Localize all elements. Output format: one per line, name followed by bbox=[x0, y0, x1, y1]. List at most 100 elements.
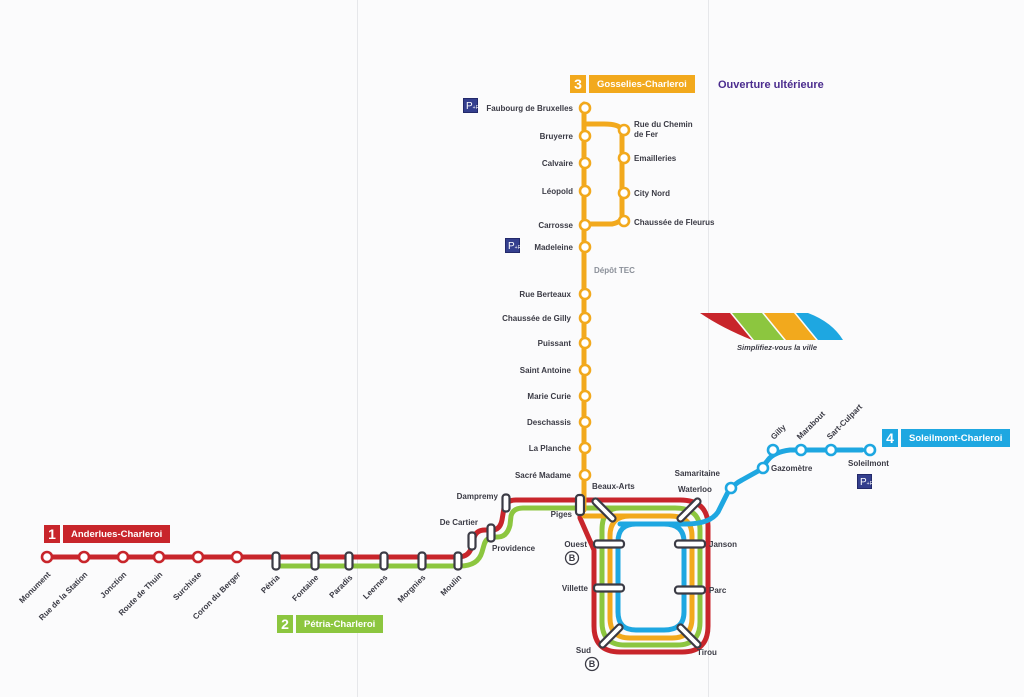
station-label: Janson bbox=[709, 540, 737, 549]
station-label: Puissant bbox=[538, 339, 572, 348]
interchange-stop[interactable] bbox=[598, 623, 624, 649]
interchange-stop[interactable] bbox=[591, 497, 617, 523]
line4-track-loop bbox=[615, 447, 865, 633]
station-stop[interactable] bbox=[756, 461, 770, 475]
interchange-stop[interactable] bbox=[486, 523, 496, 543]
station-label: Madeleine bbox=[534, 243, 573, 252]
station-label: Providence bbox=[492, 544, 536, 553]
station-stop[interactable] bbox=[766, 443, 780, 457]
interchange-stop[interactable] bbox=[379, 551, 389, 571]
station-label: Marie Curie bbox=[527, 392, 571, 401]
interchange-stop[interactable] bbox=[676, 497, 702, 523]
interchange-stop[interactable] bbox=[673, 539, 707, 549]
interchange-stop[interactable] bbox=[344, 551, 354, 571]
station-label: Marabout bbox=[795, 409, 827, 441]
park-and-ride-icon: P+R bbox=[463, 98, 479, 113]
future-opening-note: Ouverture ultérieure bbox=[718, 79, 824, 91]
station-stop[interactable] bbox=[794, 443, 808, 457]
station-stop[interactable] bbox=[191, 550, 205, 564]
line-3-badge[interactable]: 3 Gosselies-Charleroi bbox=[570, 75, 695, 93]
station-label: Surchiste bbox=[171, 570, 204, 603]
line-2-name: Pétria-Charleroi bbox=[296, 615, 384, 633]
station-stop[interactable] bbox=[578, 415, 592, 429]
station-stop[interactable] bbox=[578, 101, 592, 115]
interchange-stop[interactable] bbox=[310, 551, 320, 571]
station-stop[interactable] bbox=[578, 468, 592, 482]
station-label: Bruyerre bbox=[540, 132, 574, 141]
station-label: Soleilmont bbox=[848, 459, 889, 468]
depot-label: Dépôt TEC bbox=[594, 266, 635, 275]
station-stop[interactable] bbox=[230, 550, 244, 564]
park-and-ride-icon: P+R bbox=[857, 474, 873, 489]
station-label: Sart-Culpart bbox=[825, 402, 864, 441]
station-stop[interactable] bbox=[617, 123, 631, 137]
station-label: Faubourg de Bruxelles bbox=[486, 104, 573, 113]
station-stop[interactable] bbox=[724, 481, 738, 495]
interchange-stop[interactable] bbox=[676, 623, 702, 649]
sncb-rail-icon bbox=[564, 550, 580, 566]
line-2-badge[interactable]: 2 Pétria-Charleroi bbox=[277, 615, 384, 633]
station-stop[interactable] bbox=[578, 287, 592, 301]
interchange-stop[interactable] bbox=[574, 493, 586, 517]
sncb-rail-icon bbox=[584, 656, 600, 672]
paper-fold bbox=[708, 0, 709, 697]
station-stop[interactable] bbox=[578, 129, 592, 143]
station-label: La Planche bbox=[529, 444, 572, 453]
station-label: Morgnies bbox=[396, 573, 428, 605]
interchange-stop[interactable] bbox=[673, 585, 707, 595]
station-stop[interactable] bbox=[617, 214, 631, 228]
station-label: Saint Antoine bbox=[520, 366, 572, 375]
station-stop[interactable] bbox=[578, 363, 592, 377]
station-label: Gilly bbox=[769, 422, 788, 441]
station-stop[interactable] bbox=[40, 550, 54, 564]
station-stop[interactable] bbox=[617, 151, 631, 165]
station-stop[interactable] bbox=[578, 184, 592, 198]
interchange-stop[interactable] bbox=[467, 531, 477, 551]
station-label: Samaritaine bbox=[675, 469, 721, 478]
station-stop[interactable] bbox=[578, 389, 592, 403]
station-label: Monument bbox=[17, 570, 52, 605]
station-label: Rue du Chemin bbox=[634, 120, 693, 129]
station-stop[interactable] bbox=[578, 336, 592, 350]
station-stop[interactable] bbox=[77, 550, 91, 564]
station-label: Tirou bbox=[697, 648, 717, 657]
station-label: Carrosse bbox=[538, 221, 573, 230]
station-label: Léopold bbox=[542, 187, 573, 196]
station-stop[interactable] bbox=[824, 443, 838, 457]
interchange-stop[interactable] bbox=[453, 551, 463, 571]
station-label: Fontaine bbox=[290, 573, 320, 603]
station-label: De Cartier bbox=[440, 518, 478, 527]
station-label: Calvaire bbox=[542, 159, 574, 168]
interchange-stop[interactable] bbox=[271, 551, 281, 571]
station-label: Jonction bbox=[98, 570, 128, 600]
interchange-stop[interactable] bbox=[501, 493, 511, 513]
station-stop[interactable] bbox=[578, 218, 592, 232]
line-4-number: 4 bbox=[882, 429, 898, 447]
station-stop[interactable] bbox=[116, 550, 130, 564]
line-4-name: Soleilmont-Charleroi bbox=[901, 429, 1011, 447]
line-1-badge[interactable]: 1 Anderlues-Charleroi bbox=[44, 525, 171, 543]
station-stop[interactable] bbox=[152, 550, 166, 564]
station-stop[interactable] bbox=[578, 311, 592, 325]
interchange-stop[interactable] bbox=[592, 583, 626, 593]
line-1-number: 1 bbox=[44, 525, 60, 543]
station-stop[interactable] bbox=[578, 441, 592, 455]
station-label: Waterloo bbox=[678, 485, 712, 494]
station-label: Rue Berteaux bbox=[519, 290, 571, 299]
station-stop[interactable] bbox=[617, 186, 631, 200]
interchange-stop[interactable] bbox=[417, 551, 427, 571]
sncb-rail-label: B bbox=[569, 553, 576, 563]
station-label: Sud bbox=[576, 646, 591, 655]
station-stop[interactable] bbox=[578, 240, 592, 254]
paper-fold bbox=[357, 0, 358, 697]
station-label: Parc bbox=[709, 586, 727, 595]
station-label: de Fer bbox=[634, 130, 658, 139]
station-label: Piges bbox=[551, 510, 573, 519]
station-stop[interactable] bbox=[578, 156, 592, 170]
interchange-stop[interactable] bbox=[592, 539, 626, 549]
line-4-badge[interactable]: 4 Soleilmont-Charleroi bbox=[882, 429, 1011, 447]
station-stop[interactable] bbox=[863, 443, 877, 457]
station-label: Deschassis bbox=[527, 418, 572, 427]
